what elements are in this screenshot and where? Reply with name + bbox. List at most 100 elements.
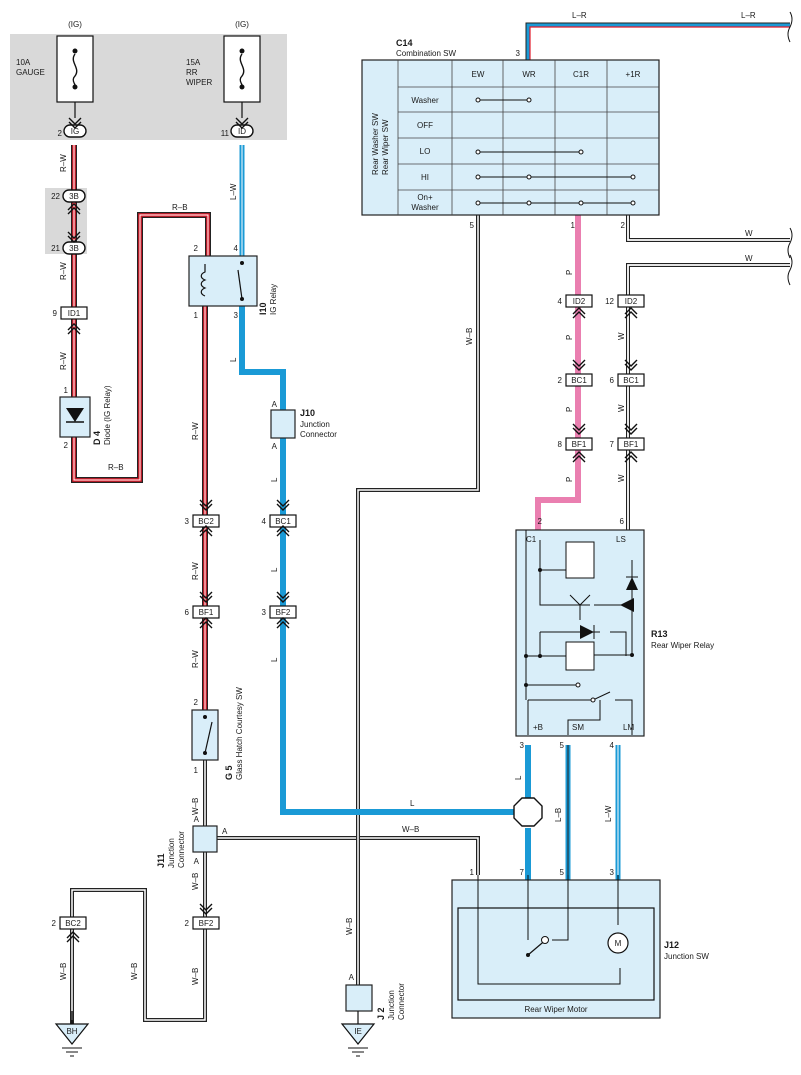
svg-text:L–R: L–R: [572, 11, 587, 20]
svg-text:C1R: C1R: [573, 70, 589, 79]
connector-bc2-relay: BC2 3: [185, 514, 220, 528]
svg-text:22: 22: [51, 192, 60, 201]
glass-hatch-switch: 2 1 G 5 Glass Hatch Courtesy SW: [191, 687, 244, 780]
svg-text:J10: J10: [300, 408, 315, 418]
svg-text:W–B: W–B: [59, 963, 68, 980]
svg-text:L: L: [270, 567, 279, 572]
svg-text:Rear Wiper Relay: Rear Wiper Relay: [651, 641, 714, 650]
svg-text:12: 12: [605, 297, 614, 306]
connector-bc1-p: BC1 2: [558, 373, 593, 387]
svg-text:6: 6: [185, 608, 190, 617]
svg-text:3: 3: [185, 517, 190, 526]
connector-id1: ID1 9: [53, 306, 88, 320]
svg-text:ID2: ID2: [625, 297, 638, 306]
svg-text:3B: 3B: [69, 192, 79, 201]
svg-text:W–B: W–B: [402, 825, 419, 834]
svg-text:J12: J12: [664, 940, 679, 950]
svg-text:3: 3: [234, 311, 239, 320]
junction-j2: A J 2 Junction Connector: [345, 973, 406, 1020]
svg-text:4: 4: [234, 244, 239, 253]
svg-text:R–W: R–W: [191, 422, 200, 440]
svg-text:ID2: ID2: [573, 297, 586, 306]
svg-text:+1R: +1R: [626, 70, 641, 79]
svg-text:W: W: [745, 229, 753, 238]
svg-text:5: 5: [470, 221, 475, 230]
svg-text:P: P: [565, 335, 574, 340]
svg-text:Rear Wiper Motor: Rear Wiper Motor: [524, 1005, 587, 1014]
combination-switch: C14 Combination SW 3 EW WR C1R +1R Washe…: [361, 38, 660, 230]
svg-text:WR: WR: [522, 70, 536, 79]
svg-text:D 4: D 4: [92, 431, 102, 445]
svg-text:A: A: [194, 815, 200, 824]
connector-id2-p: ID2 4: [558, 294, 593, 308]
svg-text:BH: BH: [66, 1027, 77, 1036]
svg-text:J 2: J 2: [376, 1007, 386, 1020]
svg-text:1: 1: [194, 766, 199, 775]
svg-text:Connector: Connector: [300, 430, 337, 439]
fuse-wiper-source: (IG): [235, 20, 249, 29]
svg-text:W: W: [617, 474, 626, 482]
connector-3b-22: 3B 22: [51, 189, 86, 203]
svg-text:IG Relay: IG Relay: [269, 284, 278, 315]
svg-text:R–W: R–W: [59, 262, 68, 280]
svg-text:Washer: Washer: [411, 96, 439, 105]
svg-text:+B: +B: [533, 723, 543, 732]
fuse-gauge: (IG) 10A GAUGE 2 IG: [16, 20, 94, 138]
wire-w: [626, 215, 790, 530]
svg-text:Washer: Washer: [411, 203, 439, 212]
svg-text:2: 2: [194, 698, 199, 707]
svg-text:W–B: W–B: [465, 328, 474, 345]
svg-text:BC1: BC1: [275, 517, 291, 526]
svg-text:G 5: G 5: [224, 765, 234, 780]
svg-text:Junction SW: Junction SW: [664, 952, 709, 961]
svg-text:J11: J11: [156, 853, 166, 868]
svg-text:4: 4: [558, 297, 563, 306]
svg-text:2: 2: [538, 517, 543, 526]
fuse-wiper-name-1: RR: [186, 68, 198, 77]
svg-text:C1: C1: [526, 535, 537, 544]
svg-text:R13: R13: [651, 629, 668, 639]
svg-text:7: 7: [520, 868, 525, 877]
connector-bf1-p: BF1 8: [558, 437, 593, 451]
break-marks: [787, 11, 793, 286]
svg-text:6: 6: [620, 517, 625, 526]
svg-text:L: L: [270, 477, 279, 482]
svg-text:ID1: ID1: [68, 309, 81, 318]
svg-text:L–R: L–R: [741, 11, 756, 20]
rear-wiper-motor: M 1 7 5 3 Rear Wiper Motor J12 Junction …: [451, 868, 709, 1019]
svg-text:BC2: BC2: [65, 919, 81, 928]
svg-text:HI: HI: [421, 173, 429, 182]
svg-text:L: L: [410, 799, 415, 808]
svg-text:A: A: [272, 442, 278, 451]
svg-text:BF1: BF1: [572, 440, 587, 449]
svg-text:W–B: W–B: [345, 918, 354, 935]
connector-bc1-l: BC1 4: [262, 514, 297, 528]
svg-text:Connector: Connector: [177, 831, 186, 868]
svg-text:2: 2: [52, 919, 57, 928]
wire-p: [535, 215, 581, 530]
svg-text:Rear Washer SW: Rear Washer SW: [371, 113, 380, 175]
svg-text:W: W: [617, 332, 626, 340]
svg-text:R–W: R–W: [191, 562, 200, 580]
svg-text:1: 1: [470, 868, 475, 877]
svg-text:P: P: [565, 477, 574, 482]
svg-text:SM: SM: [572, 723, 584, 732]
svg-text:1: 1: [64, 386, 69, 395]
svg-text:L–B: L–B: [554, 808, 563, 822]
svg-text:P: P: [565, 407, 574, 412]
fuse-wiper-connector: ID: [238, 127, 246, 136]
fuse-wiper-name-2: WIPER: [186, 78, 212, 87]
svg-text:Diode (IG Relay): Diode (IG Relay): [103, 385, 112, 445]
fuse-wiper-rating: 15A: [186, 58, 201, 67]
svg-text:3: 3: [610, 868, 615, 877]
svg-text:C14: C14: [396, 38, 413, 48]
ground-bh: BH: [54, 1011, 90, 1057]
chevron-icons: [66, 117, 638, 943]
svg-text:W–B: W–B: [191, 873, 200, 890]
svg-text:OFF: OFF: [417, 121, 433, 130]
junction-j11: A A A J11 Junction Connector: [156, 815, 228, 868]
svg-text:I10: I10: [258, 302, 268, 315]
wire-lr: [525, 22, 790, 60]
svg-text:2: 2: [194, 244, 199, 253]
